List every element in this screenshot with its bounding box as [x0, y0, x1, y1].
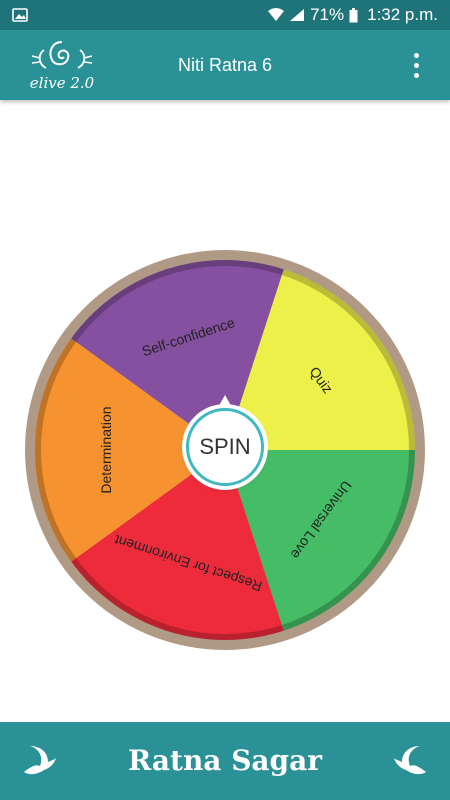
signal-icon: [290, 9, 305, 21]
wheel-segment-edge: [71, 260, 284, 342]
more-vert-icon[interactable]: [406, 50, 426, 80]
battery-icon: [349, 7, 358, 22]
spin-button[interactable]: SPIN: [186, 408, 264, 486]
wheel-pointer: [216, 395, 234, 411]
wheel-segment: [35, 338, 225, 562]
page-title: Niti Ratna 6: [177, 55, 273, 75]
wheel-segment-edge: [35, 338, 77, 562]
battery-percent: 71%: [310, 5, 345, 24]
wheel-segment-edge: [281, 449, 415, 631]
dove-icon: [394, 746, 426, 775]
wheel-segment-edge: [281, 269, 415, 451]
image-icon: [12, 8, 28, 22]
wheel-segment-label: Determination: [98, 406, 114, 493]
wifi-icon: [268, 8, 285, 21]
wheel-segment: [71, 450, 284, 640]
clock: 1:32 p.m.: [367, 5, 438, 24]
logo-text: elive 2.0: [29, 74, 95, 92]
wheel-segment: [225, 269, 416, 450]
wheel-segment-edge: [71, 558, 284, 640]
logo-icon: [31, 41, 93, 69]
status-right: 71% 1:32 p.m.: [268, 5, 438, 25]
status-bar: 71% 1:32 p.m.: [0, 0, 450, 30]
wheel-segment: [225, 450, 415, 631]
dove-icon: [24, 746, 56, 775]
elive-logo: elive 2.0: [22, 38, 102, 94]
footer-bar: Ratna Sagar: [0, 722, 450, 800]
app-bar: elive 2.0 Niti Ratna 6: [0, 30, 450, 100]
brand-name: Ratna Sagar: [127, 744, 323, 777]
